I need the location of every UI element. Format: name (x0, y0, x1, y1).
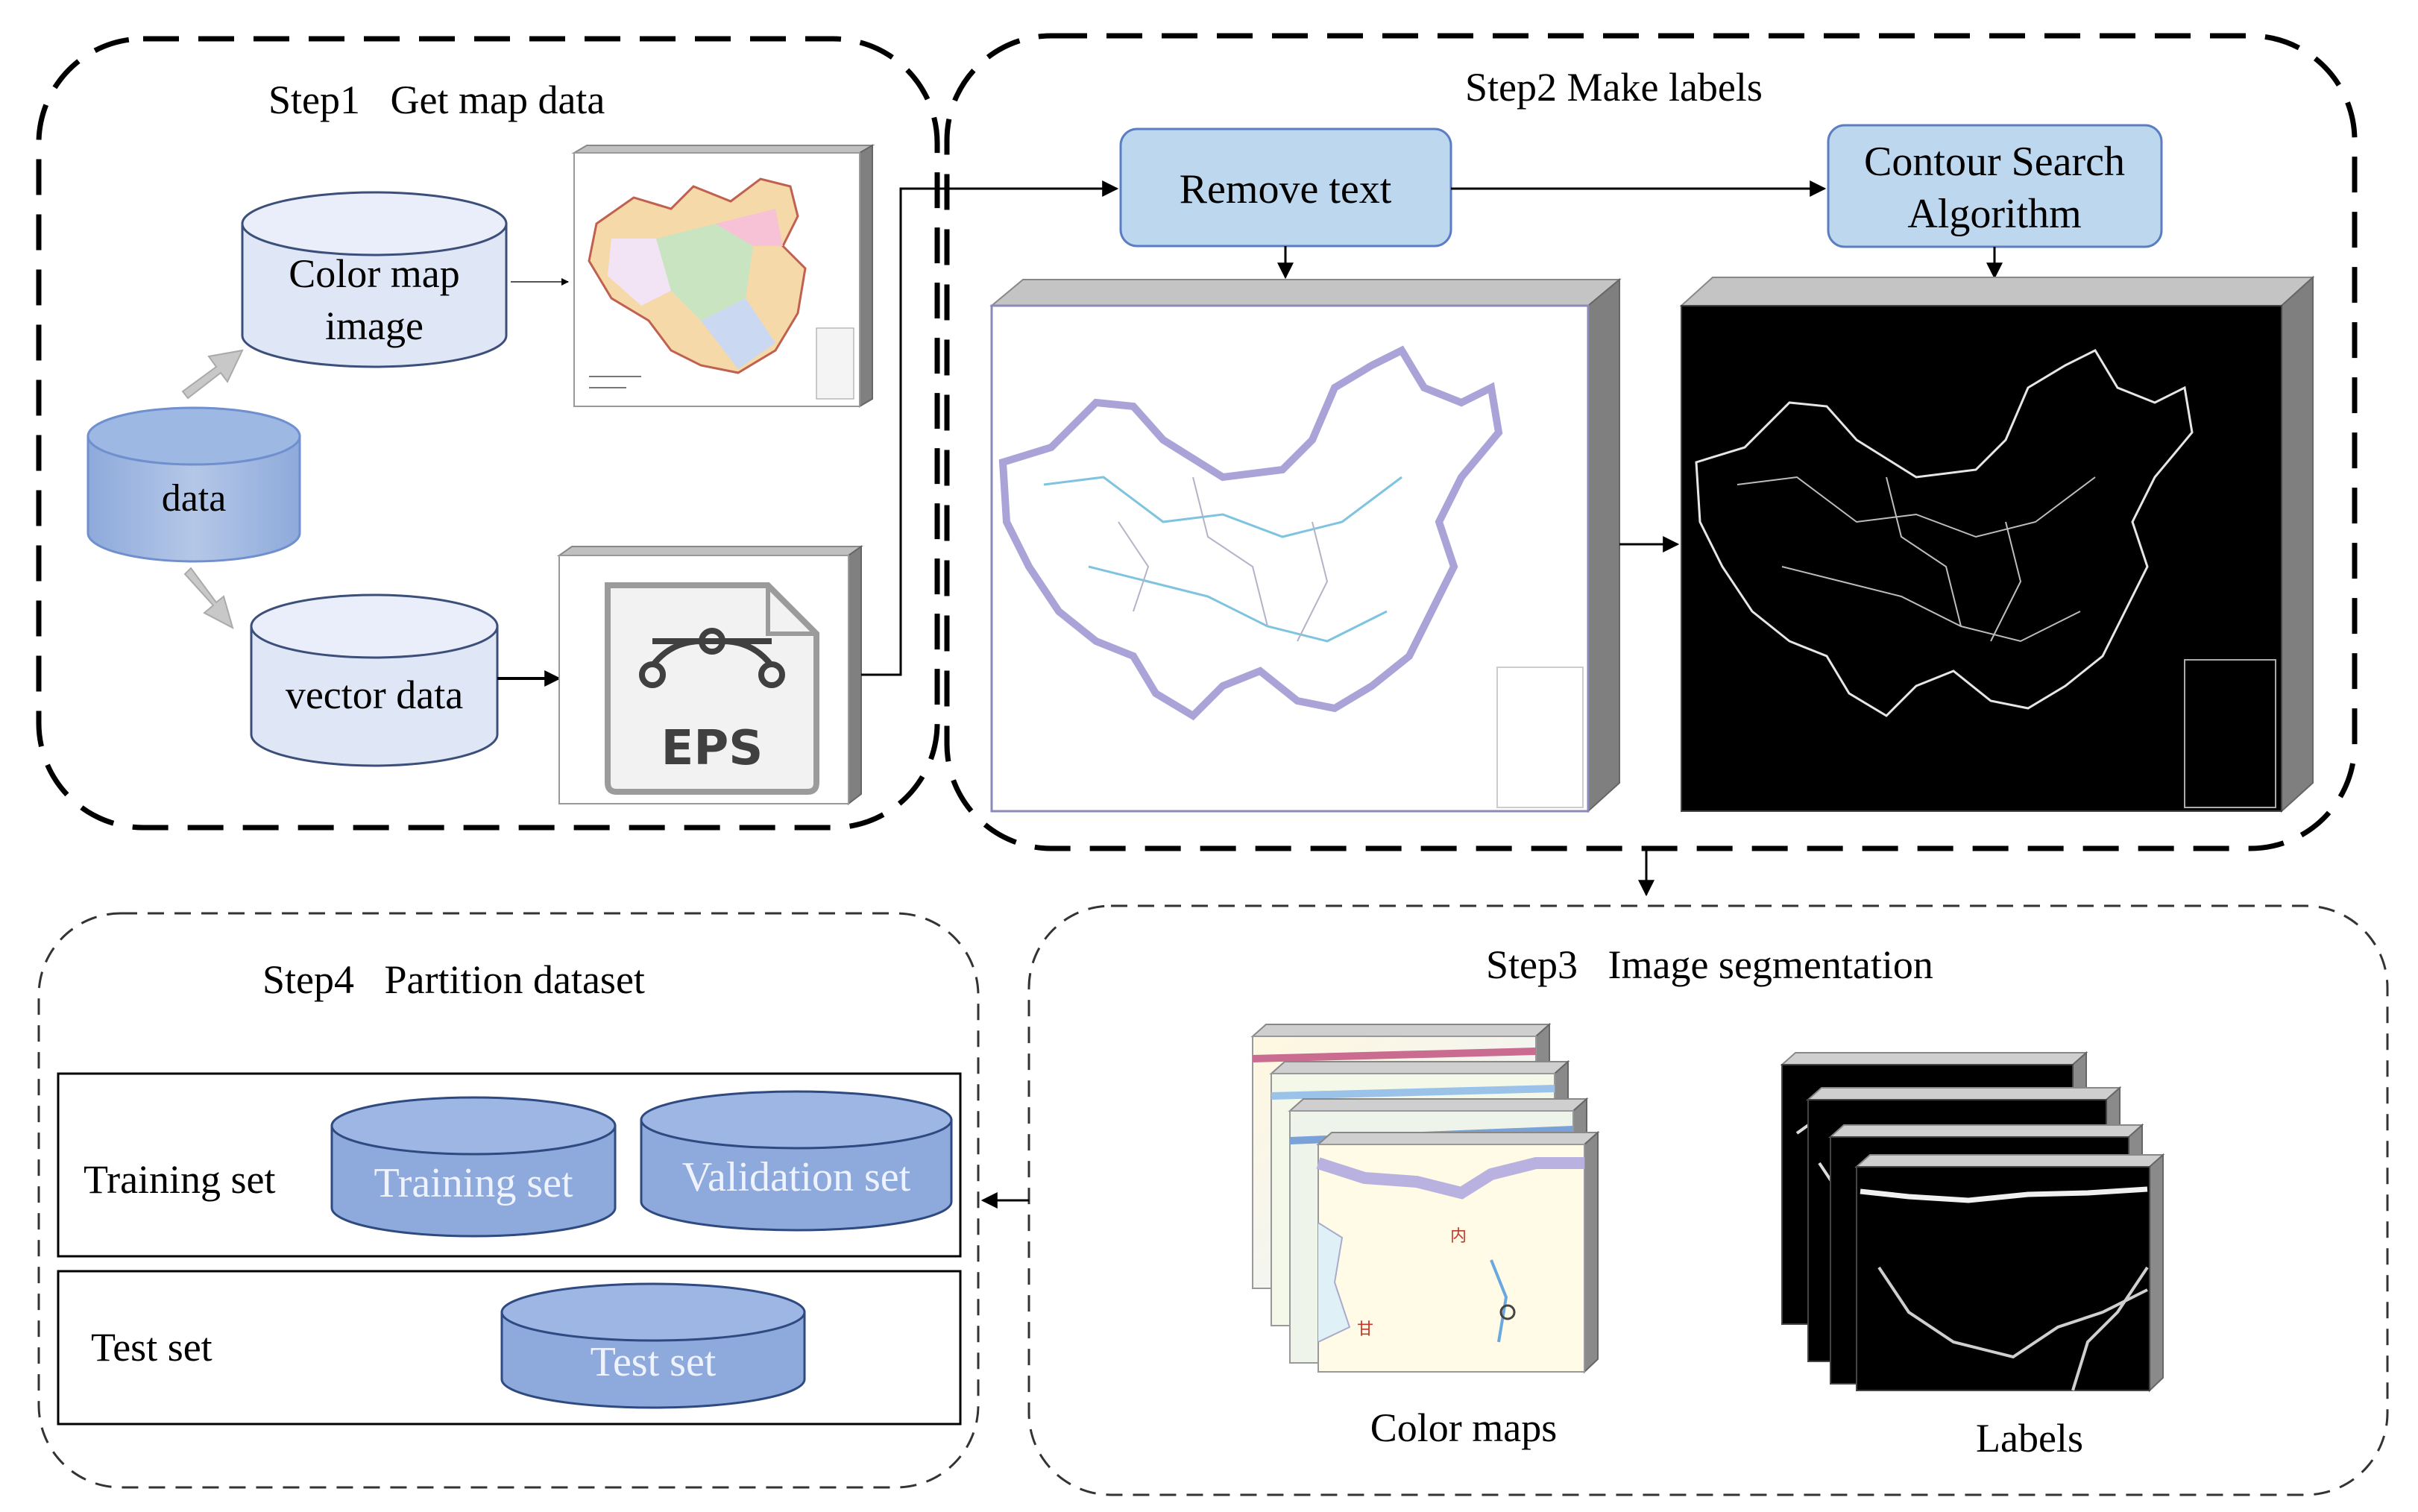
training-row (57, 1072, 962, 1258)
step2-frame (944, 33, 2358, 851)
vector-data-cylinder: vector data (250, 593, 499, 767)
contour-search-line2: Algorithm (1907, 191, 2081, 237)
remove-text-box: Remove text (1119, 127, 1452, 248)
labels-caption: Labels (1976, 1416, 2083, 1461)
test-set-cylinder-label: Test set (591, 1339, 717, 1385)
color-map-label-line1: Color map (289, 251, 459, 296)
remove-text-label: Remove text (1180, 166, 1392, 212)
svg-text:内: 内 (1450, 1227, 1467, 1246)
svg-text:甘: 甘 (1357, 1320, 1373, 1339)
label-map-box (1679, 275, 2315, 813)
validation-set-cylinder: Validation set (640, 1090, 953, 1232)
step4-title: Step4 Partition dataset (262, 957, 645, 1002)
data-to-vector-arrow (183, 567, 234, 629)
validation-set-cylinder-label: Validation set (682, 1154, 911, 1200)
training-set-cylinder-label: Training set (374, 1160, 573, 1206)
step3-title: Step3 Image segmentation (1486, 942, 1933, 987)
test-row (57, 1270, 962, 1426)
eps-to-remove-text-connector (861, 180, 1119, 676)
color-map-image-cylinder: Color map image (241, 191, 508, 368)
step4-frame (37, 912, 980, 1489)
color-maps-caption: Color maps (1370, 1405, 1558, 1450)
color-maps-stack: 内 甘 Color maps (1250, 1022, 1600, 1450)
eps-label: EPS (661, 721, 764, 776)
step2-title: Step2 Make labels (1465, 65, 1763, 110)
step3-frame (1027, 904, 2389, 1496)
vector-data-label: vector data (286, 672, 463, 717)
training-set-cylinder: Training set (330, 1096, 617, 1238)
eps-file-box: EPS (556, 545, 864, 806)
training-row-label: Training set (84, 1157, 276, 1202)
test-set-cylinder: Test set (500, 1282, 806, 1409)
data-cylinder-label: data (162, 477, 227, 520)
label-tile-front (1854, 1153, 2165, 1393)
color-map-thumbnail (571, 144, 875, 408)
outline-map-box (989, 277, 1622, 813)
color-map-label-line2: image (325, 303, 424, 348)
eps-file-icon: EPS (605, 582, 819, 795)
test-row-label: Test set (91, 1325, 212, 1370)
data-to-colormap-arrow (181, 349, 244, 400)
step1-frame (36, 36, 940, 831)
data-cylinder: data (86, 406, 301, 563)
color-map-tile-front: 内 甘 (1316, 1130, 1600, 1374)
step1-title: Step1 Get map data (268, 78, 605, 122)
contour-search-box: Contour Search Algorithm (1827, 124, 2163, 248)
contour-search-line1: Contour Search (1864, 139, 2125, 185)
labels-stack: Labels (1780, 1050, 2165, 1461)
